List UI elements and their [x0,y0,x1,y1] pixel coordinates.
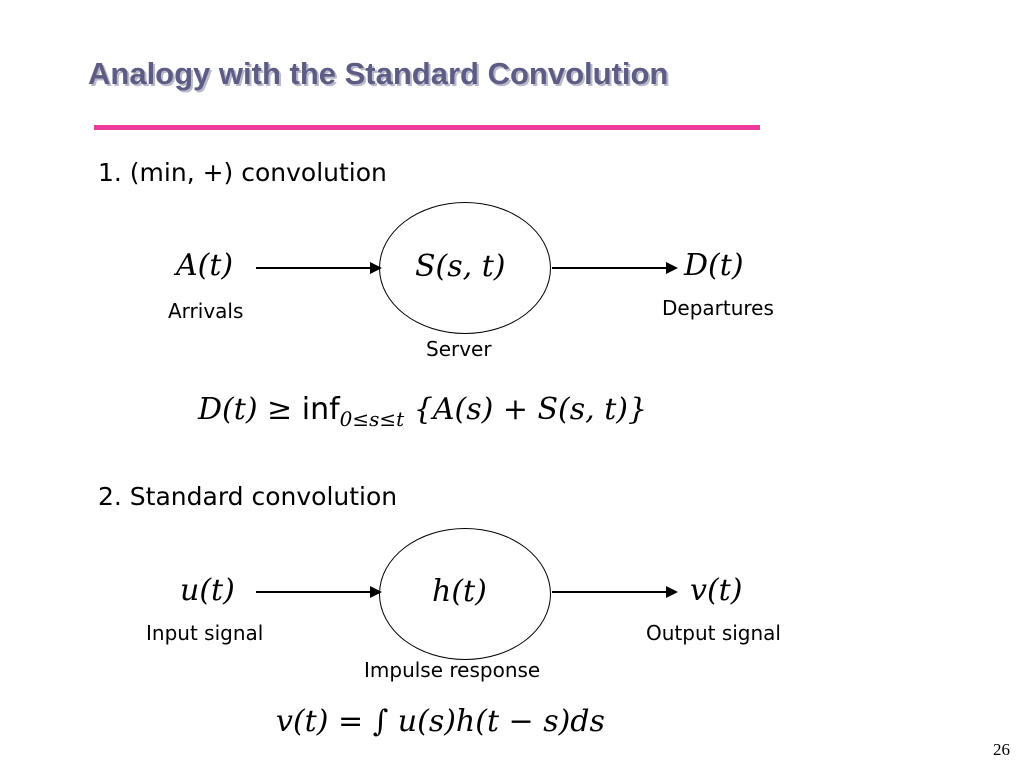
section-heading-min-plus: 1. (min, +) convolution [98,158,387,187]
impulse-response-function: h(t) [432,574,487,609]
formula-rhs: {A(s) + S(s, t)} [404,392,648,427]
input-signal-a: A(t) [176,248,234,283]
formula-inf: inf [301,392,340,427]
input-signal-u: u(t) [180,573,235,608]
standard-convolution-formula: v(t) = ∫ u(s)h(t − s)ds [276,704,605,739]
section-heading-standard: 2. Standard convolution [98,482,398,511]
label-arrivals: Arrivals [168,299,244,323]
min-plus-formula: D(t) ≥ inf0≤s≤t {A(s) + S(s, t)} [198,392,647,431]
server-ellipse [379,202,551,334]
formula-standard: v(t) = ∫ u(s)h(t − s)ds [276,704,605,739]
arrow-filter-to-output [552,586,678,598]
filter-ellipse [379,528,551,660]
server-function: S(s, t) [415,249,506,284]
label-server: Server [426,337,492,361]
arrow-input-to-server [256,262,382,274]
slide-title: Analogy with the Standard Convolution [88,56,669,91]
arrow-input-to-filter [256,586,382,598]
page-number: 26 [993,740,1010,759]
label-departures: Departures [662,296,774,320]
label-input-signal: Input signal [146,621,264,645]
arrow-server-to-output [552,262,678,274]
output-signal-v: v(t) [690,573,743,608]
label-impulse-response: Impulse response [364,658,541,682]
formula-lhs: D(t) ≥ [198,392,302,427]
formula-sub: 0≤s≤t [339,407,405,431]
label-output-signal: Output signal [646,621,781,645]
output-signal-d: D(t) [684,248,744,283]
title-rule [94,125,760,130]
